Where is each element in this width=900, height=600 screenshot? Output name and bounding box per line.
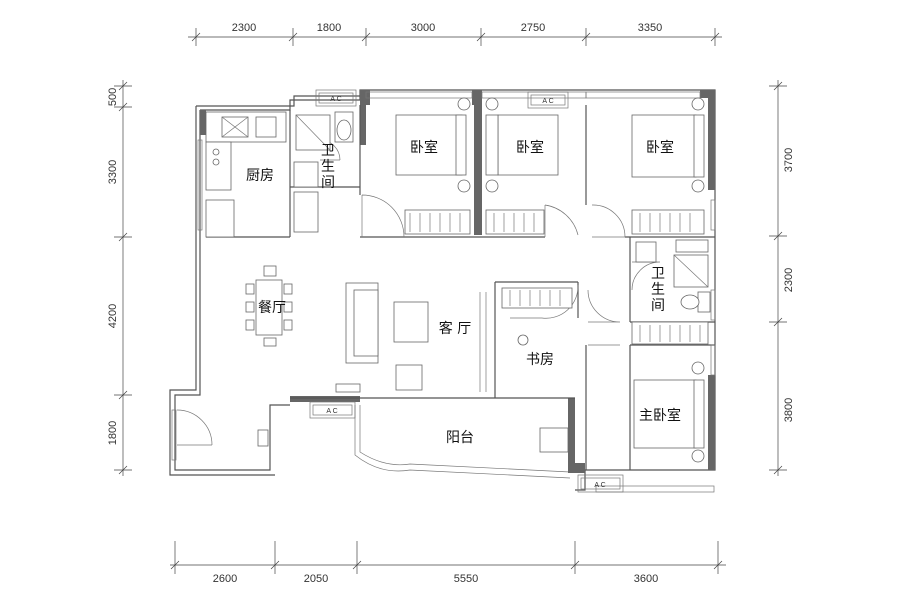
label-kitchen: 厨房 bbox=[246, 168, 274, 184]
right-dimension-line: 3700 2300 3800 bbox=[769, 80, 795, 476]
label-master-bedroom: 主卧室 bbox=[639, 407, 681, 424]
left-dim-4: 1800 bbox=[107, 421, 119, 445]
left-dimension-line: 500 3300 4200 1800 bbox=[107, 80, 132, 476]
left-dim-2: 3300 bbox=[107, 160, 119, 184]
bottom-dim-1: 2600 bbox=[213, 573, 237, 585]
right-dim-3: 3800 bbox=[783, 398, 795, 422]
label-dining: 餐厅 bbox=[258, 300, 286, 316]
left-dim-1: 500 bbox=[107, 88, 119, 106]
top-dim-5: 3350 bbox=[638, 22, 662, 34]
ac-units: A C A C A C A C bbox=[309, 89, 624, 493]
bottom-dim-3: 5550 bbox=[454, 573, 478, 585]
bathroom1-fixtures bbox=[293, 111, 354, 233]
study-furniture bbox=[501, 287, 573, 346]
top-dim-3: 3000 bbox=[411, 22, 435, 34]
bottom-dim-2: 2050 bbox=[304, 573, 328, 585]
bedroom2-bed bbox=[485, 97, 559, 235]
bottom-dim-4: 3600 bbox=[634, 573, 658, 585]
ac-label-2: A C bbox=[542, 98, 553, 105]
label-balcony: 阳台 bbox=[446, 430, 474, 446]
ac-label-3: A C bbox=[326, 408, 337, 415]
label-bathroom1-2: 生 bbox=[321, 159, 335, 175]
ac-label-4: A C bbox=[594, 482, 605, 489]
bedroom1-bed bbox=[395, 97, 471, 235]
label-bathroom1-1: 卫 bbox=[321, 143, 335, 159]
label-living: 客 厅 bbox=[439, 320, 471, 337]
outer-walls bbox=[169, 89, 716, 491]
living-furniture bbox=[335, 282, 429, 393]
bedroom3-bed bbox=[631, 97, 705, 235]
right-dim-2: 2300 bbox=[783, 268, 795, 292]
label-bathroom2-3: 间 bbox=[651, 298, 665, 314]
label-bathroom2-2: 生 bbox=[651, 282, 665, 298]
top-dim-2: 1800 bbox=[317, 22, 341, 34]
ac-label-1: A C bbox=[330, 96, 341, 103]
top-dim-4: 2750 bbox=[521, 22, 545, 34]
label-bedroom2: 卧室 bbox=[516, 139, 544, 156]
label-study: 书房 bbox=[526, 352, 554, 368]
master-bedroom-furniture bbox=[631, 321, 709, 463]
dining-table bbox=[245, 265, 293, 347]
doors bbox=[176, 139, 661, 446]
right-dim-1: 3700 bbox=[783, 148, 795, 172]
label-bathroom2-1: 卫 bbox=[651, 266, 665, 282]
room-labels: 厨房 卫 生 间 卧室 卧室 卧室 餐厅 客 厅 书房 卫 生 间 主卧室 阳台 bbox=[246, 139, 681, 446]
top-dimension-line: 2300 1800 3000 2750 3350 bbox=[188, 22, 722, 46]
kitchen-fixtures bbox=[205, 111, 287, 238]
left-dim-3: 4200 bbox=[107, 304, 119, 328]
label-bedroom1: 卧室 bbox=[410, 139, 438, 156]
bottom-dimension-line: 2600 2050 5550 3600 bbox=[170, 541, 726, 585]
balcony-fixtures bbox=[257, 427, 569, 453]
label-bedroom3: 卧室 bbox=[646, 139, 674, 156]
top-dim-1: 2300 bbox=[232, 22, 256, 34]
bathroom2-fixtures bbox=[635, 239, 711, 313]
label-bathroom1-3: 间 bbox=[321, 175, 335, 191]
